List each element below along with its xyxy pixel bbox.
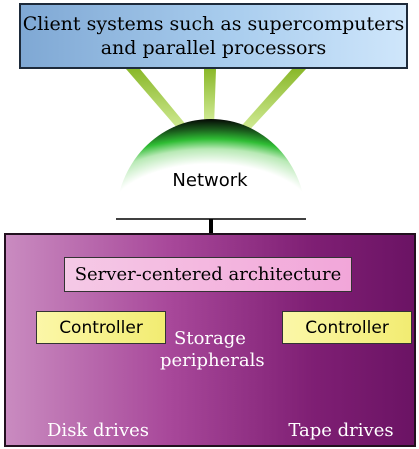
storage-peripherals-label: Storage peripherals (160, 328, 265, 372)
network-beam (236, 69, 306, 136)
client-systems-box: Client systems such as supercomputers an… (19, 3, 408, 69)
network-dome (116, 119, 306, 219)
network-beams (126, 69, 306, 136)
server-architecture-box: Server-centered architecture (64, 257, 352, 292)
client-systems-label-line2: and parallel processors (100, 37, 327, 59)
controller-left: Controller (36, 311, 166, 344)
client-systems-label-line1: Client systems such as supercomputers (22, 13, 405, 35)
controller-right: Controller (282, 311, 412, 344)
storage-peripherals-line1: Storage (174, 328, 246, 349)
storage-peripherals-line2: peripherals (160, 350, 265, 371)
tape-drives-label: Tape drives (288, 420, 394, 441)
network-beam (126, 69, 192, 136)
network-beam (204, 69, 216, 127)
disk-drives-label: Disk drives (47, 420, 149, 441)
network-label: Network (172, 170, 248, 191)
